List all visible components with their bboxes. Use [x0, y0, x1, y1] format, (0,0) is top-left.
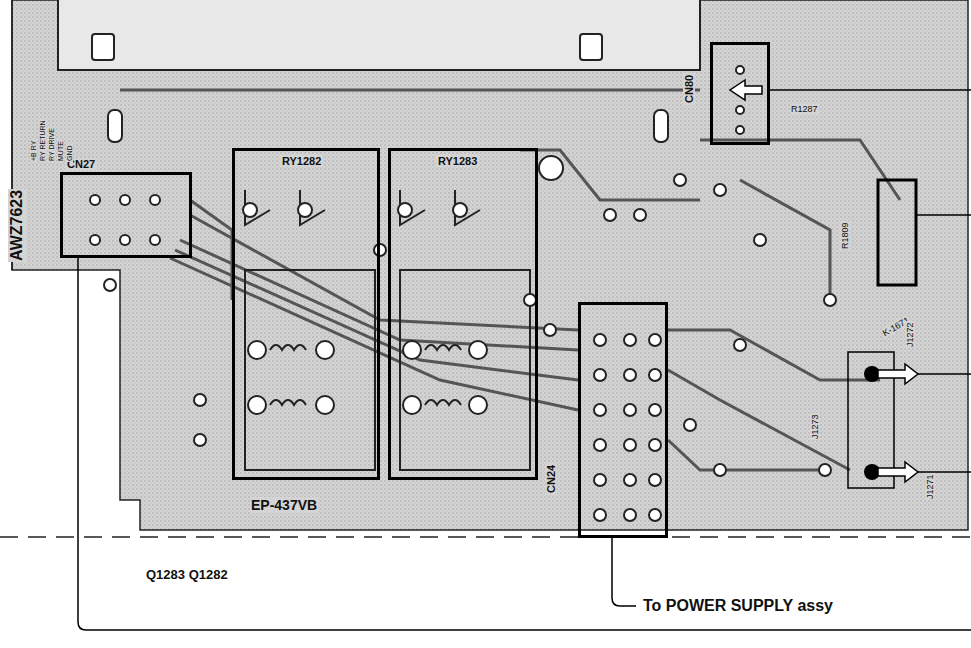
pin-name: RY DRIVE — [48, 127, 55, 162]
arrow-symbols — [730, 80, 918, 482]
relay-box: RY1283 — [388, 148, 538, 480]
pin-name: +B RY — [30, 140, 37, 162]
solder-pads — [104, 156, 836, 476]
leader-lines — [78, 90, 971, 630]
jumper-number: J1273 — [810, 413, 820, 440]
connector-box: CN27 — [60, 172, 192, 258]
jumper-number: J1272 — [905, 321, 915, 348]
part-number: R1287 — [790, 104, 819, 114]
jumper-number: J1271 — [925, 473, 935, 500]
board-code: EP-437VB — [250, 497, 318, 513]
connector-outline — [848, 180, 916, 488]
terminal-dots — [864, 366, 880, 480]
board-outline — [12, 0, 968, 530]
relay-box: RY1282 — [232, 148, 380, 480]
callout-text: To POWER SUPPLY assy — [642, 597, 834, 615]
pin-name: RY RETURN — [39, 119, 46, 162]
copper-traces — [120, 90, 900, 470]
part-label: RY1283 — [436, 155, 479, 167]
transistor-numbers: Q1283 Q1282 — [145, 567, 229, 582]
connector-box: CN80 — [710, 42, 770, 145]
part-label: CN24 — [545, 463, 557, 495]
connector-box: CN24 — [578, 302, 668, 538]
pin-name: MUTE — [57, 140, 64, 162]
mounting-slots — [92, 34, 668, 142]
pin-name: GND — [66, 144, 73, 162]
connector-pins — [90, 66, 744, 521]
section-divider — [0, 536, 971, 538]
part-number: R1809 — [840, 221, 850, 250]
board-code: AWZ7623 — [8, 189, 26, 262]
part-label: RY1282 — [280, 155, 323, 167]
part-label: CN80 — [683, 73, 695, 105]
heatsink-band — [58, 0, 700, 70]
